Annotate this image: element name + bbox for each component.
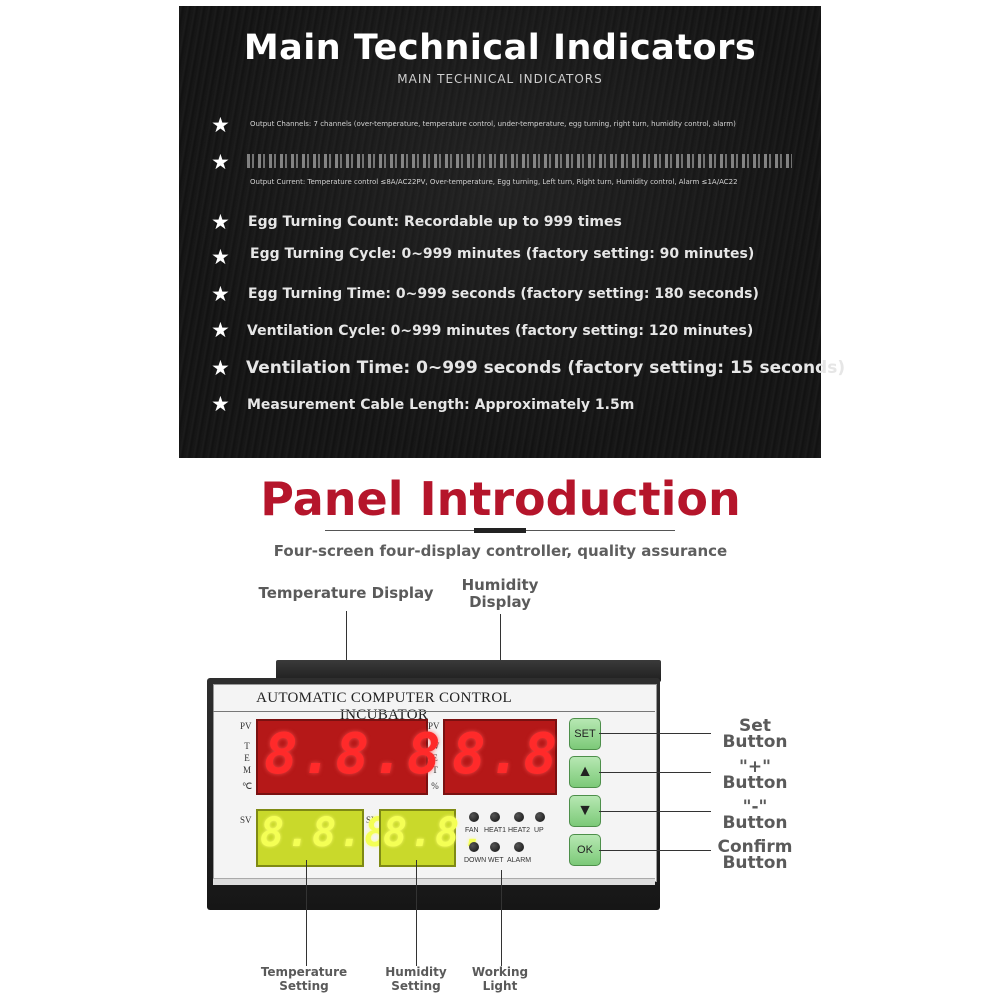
- leader-line-humidity-setting: [416, 860, 417, 966]
- humidity-pv-readout: 8.8: [452, 722, 560, 787]
- led-down: [469, 842, 479, 852]
- spec-item-egg-turning-cycle: Egg Turning Cycle: 0~999 minutes (factor…: [250, 246, 755, 262]
- garbled-text-strip: [247, 154, 792, 168]
- device-top-housing: [276, 660, 661, 682]
- wet-unit-percent: %: [431, 781, 439, 791]
- humidity-pv-display: [443, 719, 557, 795]
- label-minus-line2: Button: [722, 813, 788, 833]
- leader-line-set-button: [599, 733, 711, 734]
- label-confirm-line2: Button: [722, 853, 788, 873]
- label-humidity-setting-line1: Humidity: [385, 965, 447, 979]
- spec-item-ventilation-time: Ventilation Time: 0~999 seconds (factory…: [246, 358, 846, 378]
- leader-line-working-light: [501, 870, 502, 966]
- label-working-light-line1: Working: [471, 965, 529, 979]
- label-humidity-display-line2: Display: [469, 593, 531, 611]
- specs-title: Main Technical Indicators: [243, 28, 757, 68]
- humidity-sv-readout: 8.8.: [383, 810, 488, 856]
- led-wet: [490, 842, 500, 852]
- led-label-heat1: HEAT1: [484, 827, 507, 834]
- label-temperature-setting-line1: Temperature: [260, 965, 348, 979]
- star-icon: ★: [211, 318, 230, 342]
- sv-label-humidity: SV: [366, 815, 378, 825]
- panel-introduction-title: Panel Introduction: [260, 472, 741, 526]
- tem-letter-m: M: [242, 765, 251, 775]
- label-plus-line1: "+": [739, 757, 771, 777]
- spec-item-cable-length: Measurement Cable Length: Approximately …: [247, 397, 635, 413]
- led-label-heat2: HEAT2: [508, 827, 531, 834]
- plus-button[interactable]: ▲: [569, 756, 601, 788]
- panel-introduction-subtitle: Four-screen four-display controller, qua…: [273, 542, 728, 560]
- label-plus-line2: Button: [722, 773, 788, 793]
- spec-item-ventilation-cycle: Ventilation Cycle: 0~999 minutes (factor…: [247, 323, 754, 339]
- leader-line-minus-button: [599, 811, 711, 812]
- label-temperature-display: Temperature Display: [258, 584, 434, 602]
- temperature-pv-readout: 8.8.8.: [264, 722, 479, 787]
- tem-letter-t: T: [244, 741, 250, 751]
- leader-line-temperature-setting: [306, 860, 307, 966]
- star-icon: ★: [211, 150, 230, 174]
- label-minus-line1: "-": [742, 797, 768, 817]
- label-set-line1: Set: [739, 716, 771, 736]
- faceplate-divider: [213, 711, 655, 712]
- star-icon: ★: [211, 113, 230, 137]
- set-button[interactable]: SET: [569, 718, 601, 750]
- specifications-panel: [179, 6, 821, 458]
- sv-label-temperature: SV: [240, 815, 252, 825]
- title-divider-accent: [474, 528, 526, 533]
- star-icon: ★: [211, 392, 230, 416]
- wet-letter-e: E: [432, 753, 438, 763]
- led-heat2: [514, 812, 524, 822]
- wet-letter-t: T: [432, 765, 438, 775]
- label-humidity-setting-line2: Setting: [391, 979, 441, 993]
- spec-item-egg-turning-count: Egg Turning Count: Recordable up to 999 …: [248, 214, 622, 230]
- led-label-alarm: ALARM: [507, 857, 532, 864]
- spec-item-output-channels: Output Channels: 7 channels (over-temper…: [250, 120, 736, 128]
- temperature-pv-display: [256, 719, 428, 795]
- label-confirm-line1: Confirm: [717, 837, 793, 857]
- label-humidity-display-line1: Humidity: [461, 576, 539, 594]
- label-set-line2: Button: [722, 732, 788, 752]
- pv-label-humidity: PV: [428, 721, 440, 731]
- led-fan: [469, 812, 479, 822]
- led-label-wet: WET: [488, 857, 504, 864]
- spec-item-egg-turning-time: Egg Turning Time: 0~999 seconds (factory…: [248, 286, 759, 302]
- star-icon: ★: [211, 282, 230, 306]
- leader-line-plus-button: [599, 772, 711, 773]
- led-label-fan: FAN: [465, 827, 479, 834]
- tem-unit-celsius: ℃: [242, 781, 253, 791]
- led-label-down: DOWN: [464, 857, 487, 864]
- leader-line-ok-button: [599, 850, 711, 851]
- humidity-sv-display: [379, 809, 456, 867]
- star-icon: ★: [211, 210, 230, 234]
- minus-button[interactable]: ▼: [569, 795, 601, 827]
- label-temperature-setting-line2: Setting: [279, 979, 329, 993]
- wet-letter-w: W: [430, 741, 440, 751]
- specs-subtitle: MAIN TECHNICAL INDICATORS: [397, 72, 603, 86]
- led-alarm: [514, 842, 524, 852]
- temperature-sv-display: [256, 809, 364, 867]
- ok-button[interactable]: OK: [569, 834, 601, 866]
- tem-letter-e: E: [244, 753, 250, 763]
- label-working-light-line2: Light: [482, 979, 518, 993]
- led-label-up: UP: [534, 827, 544, 834]
- led-up: [535, 812, 545, 822]
- star-icon: ★: [211, 356, 230, 380]
- star-icon: ★: [211, 245, 230, 269]
- spec-item-output-current: Output Current: Temperature control ≤8A/…: [250, 178, 738, 186]
- faceplate-bottom-strip: [213, 878, 655, 885]
- led-heat1: [490, 812, 500, 822]
- pv-label-temperature: PV: [240, 721, 252, 731]
